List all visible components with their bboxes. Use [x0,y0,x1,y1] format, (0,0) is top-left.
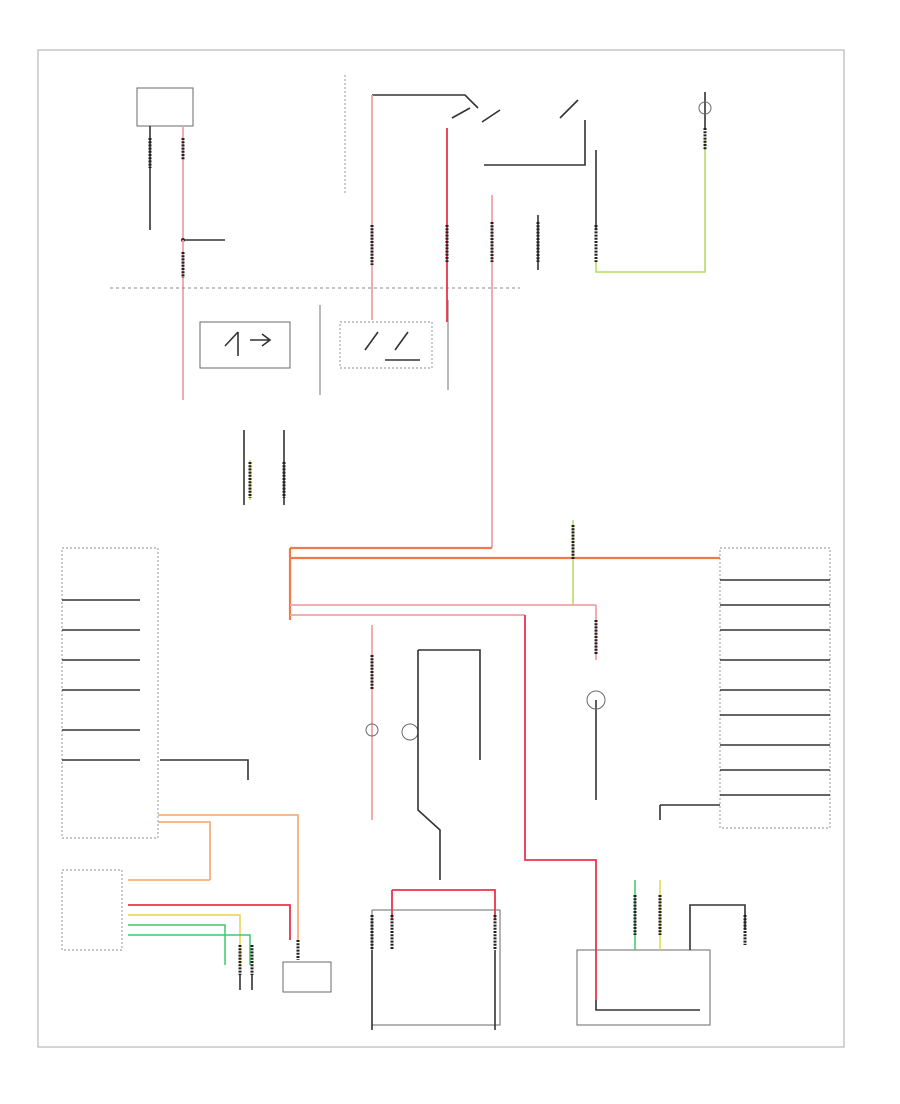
wire-yellow-green-top [595,140,706,273]
connector-c15 [238,945,254,975]
wires-ground-bottom [239,975,253,990]
relay-1-contacts [224,331,272,356]
relay-1-box [199,321,291,369]
top-left-module [136,87,194,127]
right-indicator-rows [720,579,830,796]
bottom-left-module [61,869,123,951]
center-relay-coil [401,723,419,741]
wire-center-relay [418,649,481,760]
wire-light-orange-2 [158,821,211,880]
wire-orange-main [290,546,720,560]
bottom-right-block [576,949,711,1026]
wire-green-bottom [128,924,226,965]
bottom-mid-connector [282,961,332,993]
wire-center-switch [417,650,441,880]
ignition-switch-top [372,94,479,109]
wire-yellow-bottom [128,914,241,965]
diagram-frame [37,49,845,1048]
wire-right-module-link [659,804,720,820]
bottom-center-block [371,909,501,1026]
wire-light-orange-1 [158,814,299,940]
wire-red-bottom-center [392,889,496,920]
relay-2-box [339,321,433,369]
wires-bottom-center-down [371,950,496,1030]
wire-bottom-right-ground [689,904,746,950]
relay-2-contacts [364,331,420,361]
ignition-switch-contacts [451,99,579,123]
wire-red-bottom-left [128,904,291,940]
wire-bottom-right-internal [595,1000,700,1011]
wire-left-switch-out [160,759,249,780]
top-right-sensor [698,101,712,115]
ignition-switch-link [484,120,586,166]
left-switch-module [61,547,159,839]
right-indicator-module [719,547,831,829]
indicator-lamp [586,690,606,710]
connector-c18 [633,895,662,935]
center-lamp [365,723,379,737]
wire-green-bottom-2 [128,934,251,965]
wire-red-right [524,615,597,1000]
left-switch-contacts [62,599,140,761]
wire-pink-feeds [290,604,596,616]
connector-c17 [370,915,497,950]
